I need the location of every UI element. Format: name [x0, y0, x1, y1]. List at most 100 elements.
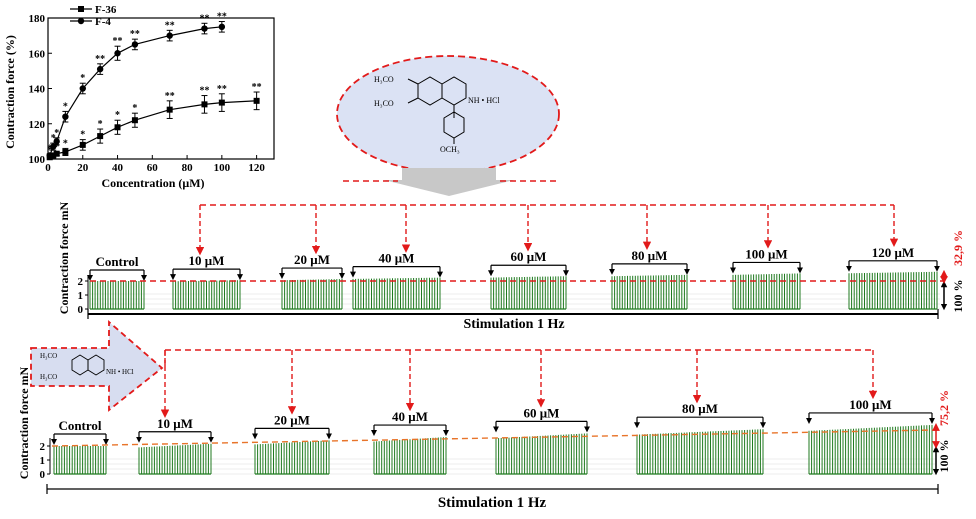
- f4-structure: H₃CO H₃CO NH • HCl OCH₃: [336, 55, 560, 173]
- data-point-circle: [166, 32, 173, 39]
- data-point-circle: [114, 50, 121, 57]
- segment-label: 10 μM: [189, 253, 225, 268]
- legend-f4: F-4: [95, 16, 111, 28]
- f36-group-ome-1: H₃CO: [40, 352, 57, 360]
- segment-label: Control: [95, 254, 138, 269]
- segment-label: 60 μM: [511, 249, 547, 264]
- f4-nh-hcl: NH • HCl: [468, 96, 500, 105]
- segment-label: 40 μM: [392, 409, 428, 424]
- f4-group-ome-1: H₃CO: [374, 75, 394, 84]
- segment-label: 40 μM: [379, 251, 415, 266]
- grey-down-arrow: [343, 168, 556, 196]
- trace-y-tick-label: 0: [78, 304, 84, 316]
- significance-label: *: [80, 130, 85, 141]
- segment-label: Control: [58, 418, 101, 433]
- f36-nh-hcl: NH • HCl: [106, 368, 134, 376]
- data-point-circle: [96, 65, 104, 73]
- significance-label: *: [98, 119, 103, 130]
- data-point-square: [131, 117, 138, 124]
- significance-label: *: [47, 145, 52, 156]
- significance-label: *: [51, 133, 56, 144]
- f36-structure: H₃CO H₃CO NH • HCl: [30, 320, 164, 412]
- y-tick-label: 160: [29, 48, 46, 60]
- data-point-square: [166, 106, 173, 113]
- segment-label: 80 μM: [682, 401, 718, 416]
- x-tick-label: 20: [77, 162, 89, 174]
- trace-f36-increase-label: 75,2 %: [937, 390, 951, 426]
- data-point-circle: [201, 25, 208, 32]
- legend-f36: F-36: [95, 4, 117, 16]
- data-point-circle: [218, 23, 226, 31]
- data-point-circle: [79, 85, 86, 92]
- trace-f36-x-label: Stimulation 1 Hz: [438, 495, 547, 511]
- significance-label: **: [95, 54, 105, 65]
- significance-label: **: [199, 86, 209, 97]
- trace-y-tick-label: 1: [78, 290, 84, 302]
- segment-label: 20 μM: [274, 412, 310, 427]
- dose-response-legend: F-36 F-4: [70, 4, 117, 28]
- data-point-square: [62, 148, 69, 155]
- significance-label: *: [47, 144, 52, 155]
- x-tick-label: 0: [45, 162, 51, 174]
- trace-y-tick-label: 2: [40, 441, 46, 453]
- significance-label: **: [130, 29, 140, 40]
- x-tick-label: 100: [214, 162, 231, 174]
- x-tick-label: 40: [112, 162, 124, 174]
- segment-label: 60 μM: [524, 405, 560, 420]
- legend-square-marker: [78, 6, 84, 12]
- trace-f4-x-label: Stimulation 1 Hz: [463, 317, 564, 332]
- data-point-square: [97, 133, 104, 140]
- significance-label: **: [165, 20, 175, 31]
- significance-label: **: [217, 12, 227, 23]
- data-point-circle: [53, 138, 60, 145]
- significance-label: *: [63, 138, 68, 149]
- data-point-square: [114, 124, 121, 131]
- segment-label: 10 μM: [157, 416, 193, 431]
- y-tick-label: 120: [29, 119, 46, 131]
- dose-response-x-label: Concentration (μM): [101, 176, 204, 190]
- significance-label: *: [80, 73, 85, 84]
- trace-y-tick-label: 2: [78, 276, 84, 288]
- significance-label: *: [54, 142, 59, 153]
- x-tick-label: 120: [248, 162, 265, 174]
- f4-group-ome-3: OCH₃: [440, 145, 460, 154]
- significance-label: **: [199, 13, 209, 24]
- segment-label: 80 μM: [632, 248, 668, 263]
- f36-group-ome-2: H₃CO: [40, 373, 57, 381]
- data-point-circle: [62, 113, 69, 120]
- x-tick-label: 60: [147, 162, 159, 174]
- y-tick-label: 180: [29, 13, 46, 25]
- f4-group-ome-2: H₃CO: [374, 99, 394, 108]
- data-point-square: [218, 99, 225, 106]
- f36-pentagon-arrow: [30, 320, 164, 412]
- segment-label: 100 μM: [849, 397, 891, 412]
- trace-f4-y-label: Contraction force mN: [57, 201, 71, 314]
- segment-label: 100 μM: [745, 246, 787, 261]
- significance-label: **: [252, 82, 262, 93]
- data-point-square: [53, 150, 60, 157]
- y-tick-label: 100: [29, 154, 46, 166]
- f36-molecule: [71, 354, 105, 376]
- trace-f4-increase-label: 32,9 %: [951, 230, 965, 266]
- trace-f4-100-label: 100 %: [951, 280, 965, 313]
- data-point-square: [50, 152, 57, 159]
- dose-response-series: *********************************: [46, 12, 262, 161]
- significance-label: *: [132, 103, 137, 114]
- dose-response-y-label: Contraction force (%): [3, 35, 17, 149]
- reference-dashed-line: [51, 429, 936, 447]
- legend-circle-marker: [77, 17, 85, 25]
- significance-label: *: [54, 128, 59, 139]
- segment-label: 120 μM: [872, 245, 914, 260]
- trace-y-tick-label: 0: [40, 469, 46, 481]
- f4-structure-ellipse: [336, 55, 560, 173]
- data-point-square: [253, 97, 260, 104]
- trace-f36-y-label: Contraction force mN: [17, 366, 31, 479]
- data-point-circle: [131, 41, 139, 48]
